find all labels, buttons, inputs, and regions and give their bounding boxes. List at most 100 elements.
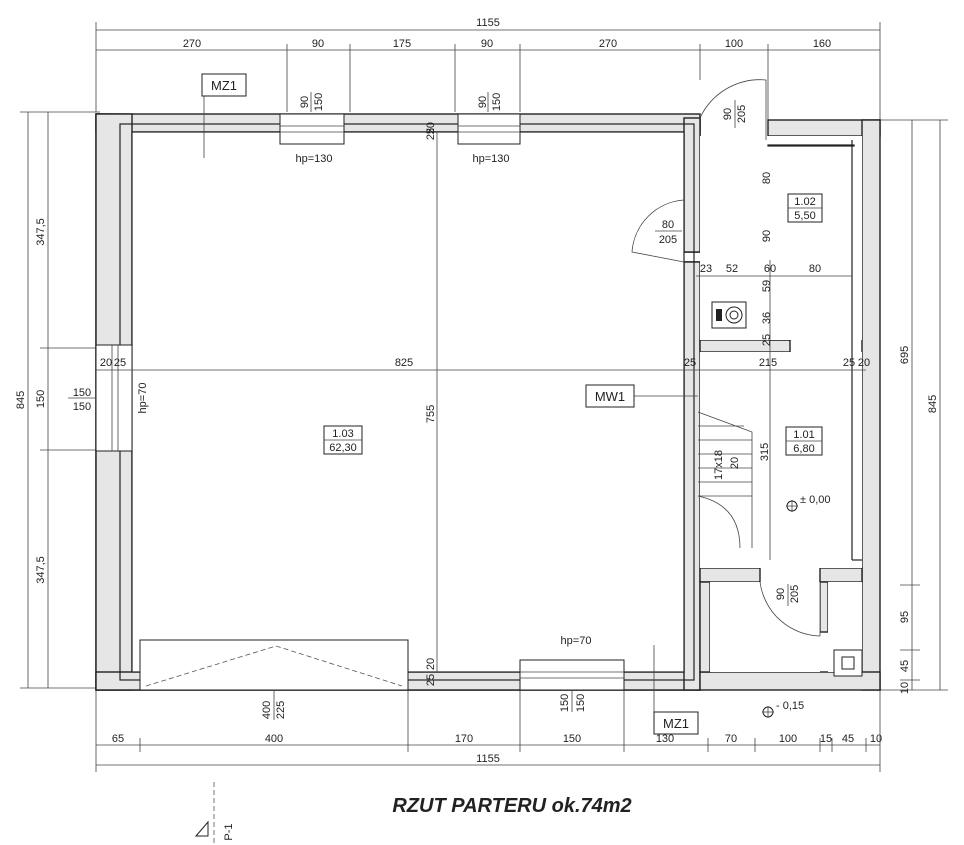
section-label: P-1 (223, 823, 235, 840)
dim-inner-h: 825 (395, 357, 413, 369)
dim-bot-wall-20: 20 (425, 658, 437, 670)
dim-bottom-1: 65 (112, 733, 124, 745)
dim-bottom-8: 15 (820, 733, 832, 745)
stairs (697, 411, 753, 549)
room-1-01-id: 1.01 (793, 429, 814, 441)
dim-left-1: 347,5 (35, 218, 47, 246)
win1-height: 150 (313, 93, 325, 111)
tag-mz1-top: MZ1 (211, 78, 237, 93)
top-dimensions: 1155 270 90 175 90 270 100 160 (95, 17, 881, 130)
door-top-height: 205 (736, 105, 748, 123)
level-floor: ± 0,00 (800, 494, 831, 506)
gate-height: 225 (275, 701, 287, 719)
left-dimensions: 845 347,5 150 347,5 (15, 111, 100, 689)
dim-vert-small-1: 59 (761, 280, 773, 292)
dim-left-3: 347,5 (35, 556, 47, 584)
dim-vert-hall-1: 80 (761, 172, 773, 184)
dim-right-small-1: 95 (899, 611, 911, 623)
dim-bottom-3: 170 (455, 733, 473, 745)
reference-lines (96, 96, 866, 712)
dim-top-wall-20: 20 (425, 122, 437, 134)
win3-hp: hp=70 (137, 383, 149, 414)
dim-hall-3: 60 (764, 263, 776, 275)
win1-width: 90 (299, 96, 311, 108)
dim-top-1: 270 (183, 38, 201, 50)
dim-mid-wall-25: 25 (684, 357, 696, 369)
dim-bottom-4: 150 (563, 733, 581, 745)
doors (631, 79, 821, 637)
door-inner-height: 205 (659, 234, 677, 246)
dim-overall-top: 1155 (476, 17, 500, 29)
dim-bottom-9: 45 (842, 733, 854, 745)
win2-height: 150 (491, 93, 503, 111)
garage-gate (139, 639, 409, 691)
room-1-03-area: 62,30 (329, 442, 357, 454)
gate-width: 400 (261, 701, 273, 719)
dim-bottom-6: 70 (725, 733, 737, 745)
room-labels: 1.03 62,30 1.02 5,50 1.01 6,80 (323, 193, 823, 456)
dim-vert-hall-2: 90 (761, 230, 773, 242)
win3-width: 150 (73, 387, 91, 399)
dim-top-6: 100 (725, 38, 743, 50)
dim-vert-small-2: 36 (761, 312, 773, 324)
dim-inner-v: 755 (425, 405, 437, 423)
windows (95, 113, 625, 691)
tag-mw1: MW1 (595, 389, 625, 404)
dim-right-wall-20: 20 (858, 357, 870, 369)
fixtures (711, 301, 863, 677)
right-dimensions: 845 695 95 45 10 (880, 119, 948, 694)
win1-hp: hp=130 (295, 153, 332, 165)
dim-top-3: 175 (393, 38, 411, 50)
bottom-dimensions: 65 400 170 150 130 70 100 15 45 10 1155 (95, 690, 882, 772)
win4-hp: hp=70 (561, 635, 592, 647)
stair-step: 17x18 (713, 450, 725, 480)
dim-vert-small-3: 25 (761, 334, 773, 346)
door-top-width: 90 (722, 108, 734, 120)
dim-bottom-10: 10 (870, 733, 882, 745)
dim-hall-1: 23 (700, 263, 712, 275)
dim-bottom-2: 400 (265, 733, 283, 745)
stair-count: 20 (729, 457, 741, 469)
win4-height: 150 (575, 694, 587, 712)
dim-top-wall-25: 25 (425, 128, 437, 140)
dim-left-total: 845 (15, 391, 27, 409)
level-markers: ± 0,00 - 0,15 (762, 494, 831, 718)
walls (95, 113, 881, 691)
win2-hp: hp=130 (472, 153, 509, 165)
room-1-02-id: 1.02 (794, 196, 815, 208)
room-1-03-id: 1.03 (332, 428, 353, 440)
dim-stair-width: 215 (759, 357, 777, 369)
dim-left-2: 150 (35, 390, 47, 408)
dim-left-wall-20: 20 (100, 357, 112, 369)
dim-top-7: 160 (813, 38, 831, 50)
dim-top-4: 90 (481, 38, 493, 50)
section-arrow-icon (194, 820, 209, 837)
dim-right-small-3: 10 (899, 682, 911, 694)
tag-mz1-bottom: MZ1 (663, 716, 689, 731)
opening-labels: 90 150 hp=130 90 150 hp=130 150 150 hp=7… (68, 92, 801, 720)
dim-right-inner: 695 (899, 346, 911, 364)
room-1-02-area: 5,50 (794, 210, 815, 222)
level-outside: - 0,15 (776, 700, 804, 712)
dim-bottom-7: 100 (779, 733, 797, 745)
dim-left-wall-25: 25 (114, 357, 126, 369)
internal-dimensions: 825 755 25 20 20 25 20 25 25 215 25 20 2… (100, 122, 870, 686)
win3-height: 150 (73, 401, 91, 413)
plan-title: RZUT PARTERU ok.74m2 (392, 795, 631, 817)
door-bottom-width: 90 (775, 588, 787, 600)
dim-top-5: 270 (599, 38, 617, 50)
dim-right-small-2: 45 (899, 660, 911, 672)
dim-hall-2: 52 (726, 263, 738, 275)
door-inner-width: 80 (662, 219, 674, 231)
dim-bottom-5: 130 (656, 733, 674, 745)
dim-top-2: 90 (312, 38, 324, 50)
dim-hall-4: 80 (809, 263, 821, 275)
section-marker: P-1 (194, 782, 235, 845)
tags: MZ1 MW1 MZ1 (201, 73, 699, 735)
win4-width: 150 (559, 694, 571, 712)
dim-stair-length: 315 (759, 443, 771, 461)
dim-bot-wall-25: 25 (425, 674, 437, 686)
dim-right-wall-25: 25 (843, 357, 855, 369)
dim-overall-bottom: 1155 (476, 753, 500, 765)
